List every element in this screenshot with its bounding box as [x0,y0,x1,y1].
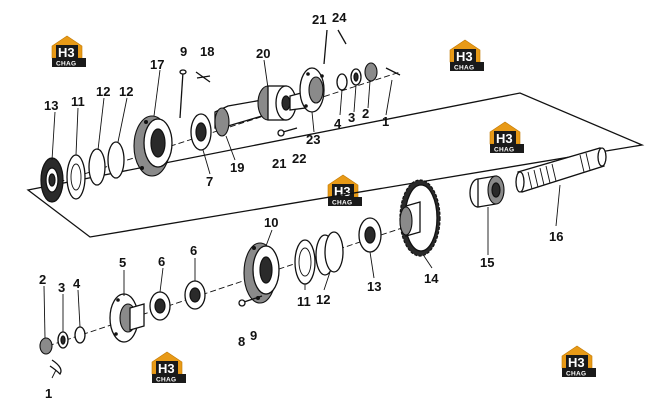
logo-watermark-6: H3 CHAG [561,345,597,378]
callout-13: 13 [367,279,381,294]
callout-23: 23 [306,132,320,147]
bolt-8 [243,295,263,303]
logo-watermark-3: H3 CHAG [489,121,525,154]
callout-11: 11 [297,294,311,309]
bearing-7 [190,113,212,151]
logo-word: CHAG [332,200,352,207]
upper-assembly [40,29,401,203]
shaft-16 [515,147,607,193]
callout-14: 14 [424,271,439,286]
callout-16: 16 [549,229,563,244]
callout-21: 21 [312,12,326,27]
bearing-6-lower-b [184,280,206,310]
callout-labels: 21 24 9 18 17 20 13 11 12 12 4 3 2 1 23 … [39,10,563,401]
logo-watermark-2: H3 CHAG [449,39,485,72]
callout-19: 19 [230,160,244,175]
callout-6: 6 [158,254,165,269]
callout-12: 12 [119,84,133,99]
callout-11: 11 [71,94,85,109]
logo-word: CHAG [454,65,474,72]
callout-6: 6 [190,243,197,258]
logo-word: CHAG [156,377,176,384]
callout-20: 20 [256,46,270,61]
callout-17: 17 [150,57,164,72]
washer-4-lower [74,326,86,344]
callout-2: 2 [362,106,369,121]
logo-watermark-5: H3 CHAG [151,351,187,384]
logo-word: CHAG [494,147,514,154]
flange-23 [289,67,325,113]
bearing-6-lower-a [149,291,171,321]
callout-4: 4 [334,116,342,131]
ring-12-lower-b [324,231,344,273]
callout-5: 5 [119,255,126,270]
callout-10: 10 [264,215,278,230]
bolt-9-upper [179,71,184,119]
shaft-19 [214,99,263,137]
callout-3: 3 [348,110,355,125]
ring-12-upper-b [107,141,125,179]
callout-15: 15 [480,255,494,270]
gear-14 [399,179,441,257]
ring-12-upper-a [88,148,106,186]
callout-13: 13 [44,98,58,113]
washer-4-upper [336,73,348,91]
gasket-11-lower [294,239,316,285]
bolt-21-lower [282,127,298,133]
callout-3: 3 [58,280,65,295]
housing-17 [133,115,173,177]
logo-letters: H3 [456,49,473,64]
leader-lines-lower [43,184,561,379]
callout-12: 12 [316,292,330,307]
callout-1: 1 [45,386,52,401]
callout-12: 12 [96,84,110,99]
flange-5 [109,293,145,343]
logo-letters: H3 [158,361,175,376]
callout-24: 24 [332,10,347,25]
logo-letters: H3 [496,131,513,146]
callout-2: 2 [39,272,46,287]
bolt-21-upper [323,29,328,65]
callout-21: 21 [272,156,286,171]
logo-watermark-1: H3 CHAG [51,35,87,68]
nut-2-lower [39,337,53,355]
logo-letters: H3 [568,355,585,370]
housing-10 [243,242,280,304]
callout-9: 9 [250,328,257,343]
bearing-13-lower [358,217,382,253]
callout-8: 8 [238,334,245,349]
pin-1-lower [49,359,62,376]
callout-9: 9 [180,44,187,59]
nut-2-upper [364,62,378,82]
callout-4: 4 [73,276,81,291]
callout-22: 22 [292,151,306,166]
logo-word: CHAG [56,61,76,68]
logo-letters: H3 [334,184,351,199]
callout-7: 7 [206,174,213,189]
lower-assembly [39,179,441,376]
gasket-11-upper [66,154,86,200]
bushing-15 [469,175,505,208]
logo-letters: H3 [58,45,75,60]
callout-18: 18 [200,44,214,59]
assembly-boundary [26,92,645,238]
pin-1-upper [385,67,401,76]
callout-1: 1 [382,114,389,129]
bearing-13-upper [40,157,64,203]
logo-watermark-4: H3 CHAG [327,174,363,207]
logo-word: CHAG [566,371,586,378]
leader-lines-upper [51,59,393,175]
